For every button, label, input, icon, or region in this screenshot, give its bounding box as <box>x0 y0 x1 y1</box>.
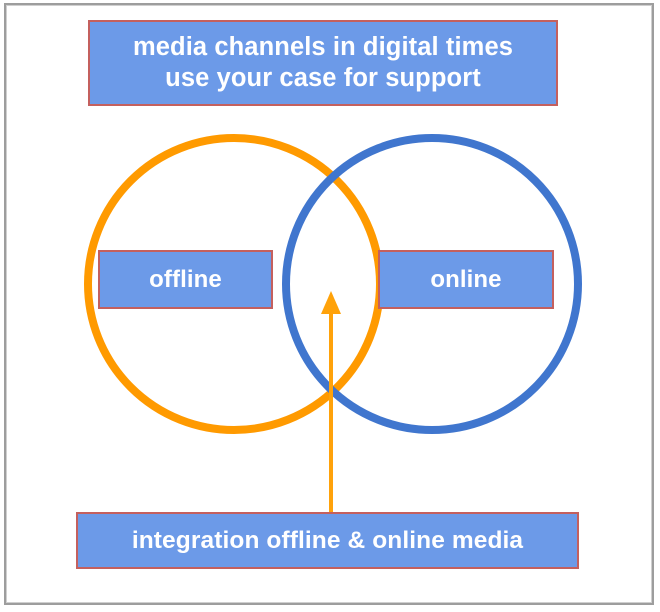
online-label-box[interactable]: online <box>378 250 554 309</box>
offline-label-text: offline <box>149 265 222 293</box>
online-label-text: online <box>430 265 502 293</box>
integration-label-box[interactable]: integration offline & online media <box>76 512 579 569</box>
title-line-1: media channels in digital times <box>132 32 514 61</box>
title-line-2: use your case for support <box>165 64 481 92</box>
title-text-wrapper: media channels in digital times use your… <box>133 32 513 94</box>
integration-label-text: integration offline & online media <box>131 526 524 554</box>
title-box: media channels in digital times use your… <box>88 20 558 106</box>
online-circle[interactable] <box>282 134 582 434</box>
offline-label-box[interactable]: offline <box>98 250 273 309</box>
integration-arrow <box>321 291 341 512</box>
integration-arrow-head <box>321 291 341 314</box>
